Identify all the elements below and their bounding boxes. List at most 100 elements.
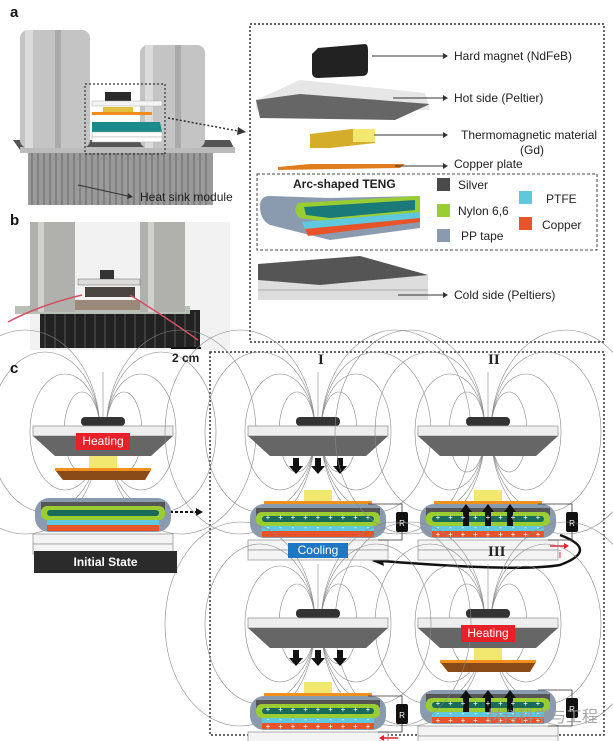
charge-plus: +: [486, 530, 491, 539]
charge-minus: -: [537, 523, 540, 532]
arrow-up-icon: [485, 512, 491, 526]
teng-copper: [432, 531, 544, 537]
charge-plus: +: [536, 530, 541, 539]
copper-plate: [440, 662, 536, 672]
schematic-stage-II: +-++-++-++-++-++-++-++-++-+Ri: [334, 329, 613, 561]
stages-layer: +-+-+-+-+-+-+-+-+-R+-++-++-++-++-++-++-+…: [0, 329, 613, 741]
gd-block: [304, 490, 332, 504]
exploded-view: [256, 44, 598, 300]
charge-plus: +: [448, 513, 453, 522]
teng-title: Arc-shaped TENG: [293, 177, 396, 191]
charge-plus: +: [473, 513, 478, 522]
arrow-down-icon: [293, 458, 299, 466]
charge-plus: +: [461, 716, 466, 725]
gd-block: [474, 648, 502, 662]
resistor-label: R: [399, 711, 405, 720]
charge-minus: -: [462, 709, 465, 718]
magnet-icon: [296, 609, 340, 618]
stage-label-I: I: [318, 352, 324, 368]
teng-copper: [432, 717, 544, 723]
charge-plus: +: [266, 513, 271, 522]
arrow-up-icon: [482, 690, 494, 698]
charge-plus: +: [511, 530, 516, 539]
schematic-stage-IV: +-++-++-++-++-++-++-++-++-+Ri: [164, 521, 472, 741]
magnet-icon: [296, 417, 340, 426]
charge-minus: -: [512, 523, 515, 532]
arrow-up-icon: [507, 512, 513, 526]
legend-swatch-pp-tape: [437, 229, 450, 242]
charge-plus: +: [498, 716, 503, 725]
cold-plate: [247, 731, 389, 741]
resistor-label: R: [569, 519, 575, 528]
legend-label-silver: Silver: [458, 178, 489, 192]
label-gd: (Gd): [520, 143, 544, 157]
charge-plus: +: [328, 513, 333, 522]
arrow-down-icon: [315, 650, 321, 658]
charge-plus: +: [278, 722, 283, 731]
charge-minus: -: [342, 715, 345, 724]
charge-minus: -: [279, 523, 282, 532]
arrow-down-icon: [337, 650, 343, 658]
current-label: i: [559, 549, 561, 561]
charge-minus: -: [449, 709, 452, 718]
label-hard-magnet: Hard magnet (NdFeB): [454, 49, 573, 63]
charge-plus: +: [498, 513, 503, 522]
charge-plus: +: [266, 705, 271, 714]
teng-ptfe: [432, 526, 544, 531]
charge-plus: +: [328, 705, 333, 714]
arrow-down-icon: [333, 658, 347, 666]
charge-plus: +: [536, 699, 541, 708]
magnet-icon: [466, 609, 510, 618]
charge-plus: +: [461, 513, 466, 522]
arrow-up-icon: [463, 698, 469, 712]
arrow-up-icon: [482, 504, 494, 512]
charge-plus: +: [523, 699, 528, 708]
charge-plus: +: [536, 513, 541, 522]
charge-plus: +: [461, 699, 466, 708]
charge-minus: -: [512, 709, 515, 718]
charge-plus: +: [291, 513, 296, 522]
charge-minus: -: [499, 523, 502, 532]
charge-minus: -: [279, 715, 282, 724]
charge-plus: +: [328, 722, 333, 731]
arrow-down-icon: [315, 458, 321, 466]
charge-minus: -: [474, 709, 477, 718]
legend-swatch-nylon: [437, 204, 450, 217]
arrow-down-icon: [293, 650, 299, 658]
device-3d-model: [13, 30, 246, 205]
resistor-icon: [566, 512, 578, 532]
charge-plus: +: [448, 716, 453, 725]
resistor-icon: [396, 512, 408, 532]
charge-minus: -: [367, 715, 370, 724]
device-photo: [7, 222, 230, 350]
charge-plus: +: [291, 705, 296, 714]
charge-plus: +: [366, 722, 371, 731]
charge-minus: -: [499, 709, 502, 718]
resistor-icon: [396, 704, 408, 724]
heating-label-stage-III: Heating: [461, 625, 515, 642]
arrow-up-icon: [463, 512, 469, 526]
arrow-down-icon: [333, 466, 347, 474]
legend-swatch-ptfe: [519, 191, 532, 204]
charge-plus: +: [316, 513, 321, 522]
charge-minus: -: [524, 523, 527, 532]
charge-plus: +: [266, 722, 271, 731]
charge-minus: -: [437, 523, 440, 532]
charge-plus: +: [473, 530, 478, 539]
charge-plus: +: [486, 716, 491, 725]
charge-minus: -: [487, 709, 490, 718]
charge-minus: -: [267, 523, 270, 532]
charge-minus: -: [329, 523, 332, 532]
scale-bar-label: 2 cm: [172, 351, 200, 365]
charge-plus: +: [341, 513, 346, 522]
teng-ptfe: [47, 520, 159, 525]
charge-minus: -: [292, 715, 295, 724]
charge-minus: -: [317, 523, 320, 532]
cold-plate: [32, 533, 174, 545]
hot-plate: [247, 617, 389, 629]
charge-plus: +: [366, 513, 371, 522]
label-thermomagnetic: Thermomagnetic material: [461, 128, 598, 142]
charge-plus: +: [436, 716, 441, 725]
gd-block: [304, 682, 332, 696]
initial-state-label: Initial State: [34, 551, 177, 573]
